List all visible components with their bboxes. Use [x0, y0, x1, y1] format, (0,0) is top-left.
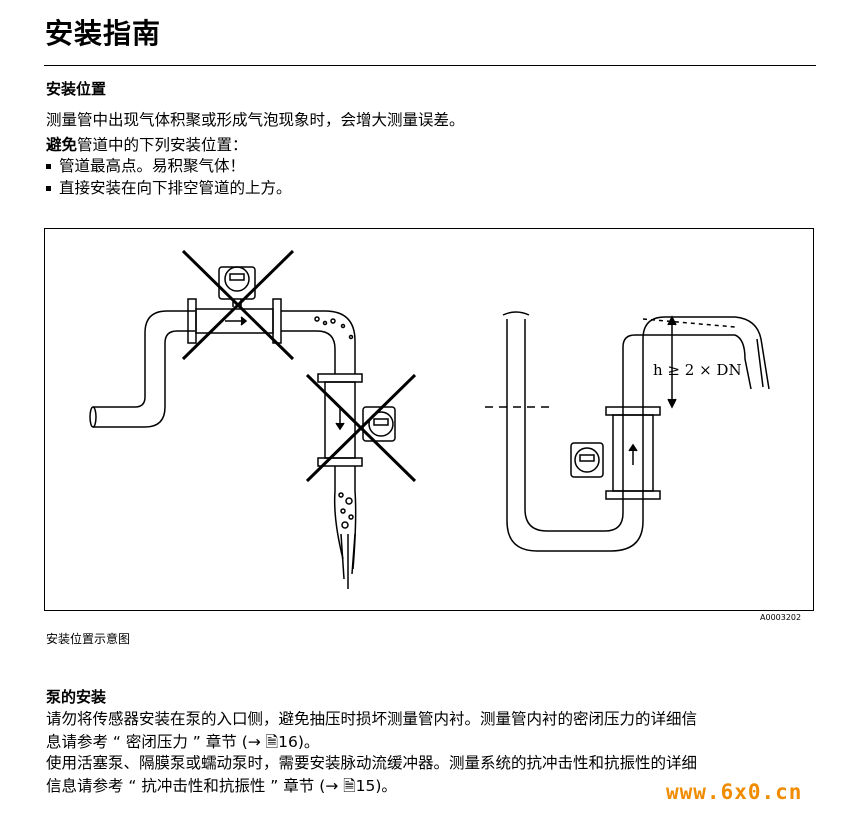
bullet-text: 直接安装在向下排空管道的上方。 — [59, 179, 292, 197]
section-heading-install-position: 安装位置 — [46, 80, 107, 98]
bullet-text: 管道最高点。易积聚气体！ — [59, 157, 246, 175]
installation-diagram-svg: h ≥ 2 × DN — [89, 249, 770, 589]
paragraph-pump-line2: 息请参考 “ 密闭压力 ” 章节 (→ 🗎16)。 — [46, 733, 320, 751]
paragraph-avoid: 避免管道中的下列安装位置： — [46, 133, 248, 155]
paragraph-pump-line1: 请勿将传感器安装在泵的入口侧，避免抽压时损坏测量管内衬。测量管内衬的密闭压力的详… — [46, 710, 698, 728]
page-title: 安装指南 — [45, 17, 162, 50]
paragraph-pump-line3: 使用活塞泵、隔膜泵或蠕动泵时，需要安装脉动流缓冲器。测量系统的抗冲击性和抗振性的… — [46, 754, 698, 772]
figure-id: A0003202 — [760, 613, 802, 622]
bullet-item-highest-point: 管道最高点。易积聚气体！ — [46, 154, 245, 176]
avoid-bold: 避免 — [46, 136, 78, 154]
bullet-item-downpipe: 直接安装在向下排空管道的上方。 — [46, 176, 292, 198]
bullet-icon — [46, 186, 51, 191]
paragraph-pump-line4: 信息请参考 “ 抗冲击性和抗振性 ” 章节 (→ 🗎15)。 — [46, 777, 397, 795]
installation-diagram: h ≥ 2 × DN — [44, 228, 814, 611]
paragraph-gas-warning: 测量管中出现气体积聚或形成气泡现象时，会增大测量误差。 — [46, 111, 465, 129]
title-divider — [44, 65, 816, 66]
avoid-rest: 管道中的下列安装位置： — [77, 136, 248, 154]
height-formula-label: h ≥ 2 × DN — [653, 361, 742, 379]
watermark: www.6x0.cn — [666, 780, 803, 804]
figure-caption: 安装位置示意图 — [46, 632, 131, 646]
section-heading-pump-install: 泵的安装 — [46, 688, 107, 706]
bullet-icon — [46, 164, 51, 169]
